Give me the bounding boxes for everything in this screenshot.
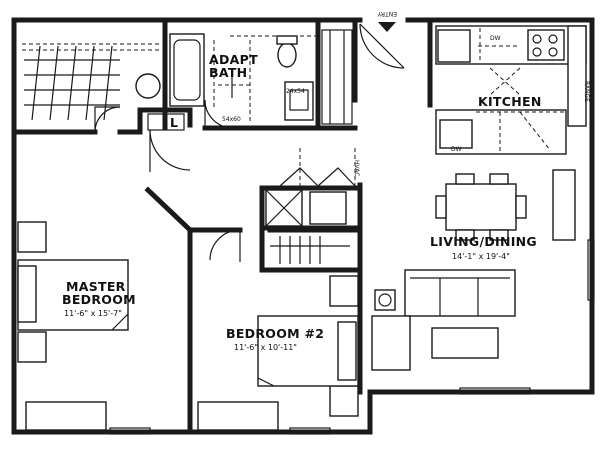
toilet	[277, 42, 297, 68]
kitchen-counter-right	[567, 25, 587, 127]
bath-label-1: ADAPT	[209, 52, 258, 67]
interior-walls	[11, 17, 433, 435]
dining-table	[445, 183, 517, 231]
tub-size-label: 54x60	[222, 116, 241, 123]
dw2-label: DW	[451, 146, 462, 153]
water-heater-icon	[135, 73, 161, 99]
bedroom2-dims: 11'-6" x 10'-11"	[234, 343, 297, 352]
master-bed-pillows	[17, 265, 37, 323]
refrigerator	[437, 29, 471, 63]
washer-dryer	[309, 191, 347, 225]
nightstand-1	[17, 221, 47, 253]
kitchen-sink	[439, 119, 473, 149]
bed2-dresser	[197, 401, 279, 431]
sofa	[404, 269, 516, 317]
master-dims: 11'-6" x 15'-7"	[64, 309, 122, 318]
linen-closet: L	[147, 113, 191, 172]
bedroom2-label: BEDROOM #2	[226, 326, 324, 341]
vanity-size-label: 24x54	[286, 88, 305, 95]
master-bedroom	[17, 43, 161, 435]
range	[527, 29, 565, 61]
kitchen-label: KITCHEN	[478, 94, 542, 109]
master-dresser	[25, 401, 107, 431]
bed2-nightstand-1	[329, 275, 359, 307]
living-dims: 14'-1" x 19'-4"	[452, 252, 510, 261]
armchair	[371, 315, 411, 371]
sideboard	[552, 169, 576, 241]
bedroom-2: BEDROOM #2 11'-6" x 10'-11"	[197, 229, 359, 435]
master-label-1: MASTER	[66, 279, 126, 294]
bathroom: ADAPT BATH 54x60 24x54	[169, 33, 318, 129]
entry-label: ENTRY	[377, 10, 397, 17]
entry: ENTRY	[359, 10, 405, 69]
dw-label: DW	[490, 35, 501, 42]
bathtub	[169, 33, 205, 107]
living-label: LIVING/DINING	[430, 234, 537, 249]
bath-label-2: BATH	[209, 65, 247, 80]
hvac-label: HVAC	[353, 160, 360, 176]
linen-label: L	[170, 115, 178, 130]
kitchen: RANGE KITCHEN DW DW	[435, 25, 590, 155]
exterior-walls	[11, 17, 595, 435]
living-dining: LIVING/DINING 14'-1" x 19'-4"	[371, 169, 595, 395]
hall-closets: HVAC	[265, 148, 360, 264]
bed2-nightstand-2	[329, 385, 359, 417]
nightstand-2	[17, 331, 47, 363]
master-label-2: BEDROOM	[62, 292, 136, 307]
range-label: RANGE	[583, 81, 590, 102]
coffee-table	[431, 327, 499, 359]
entry-closet	[321, 29, 353, 125]
bed2-pillows	[337, 321, 357, 381]
entry-arrow-icon	[378, 22, 396, 32]
end-table	[374, 289, 396, 311]
